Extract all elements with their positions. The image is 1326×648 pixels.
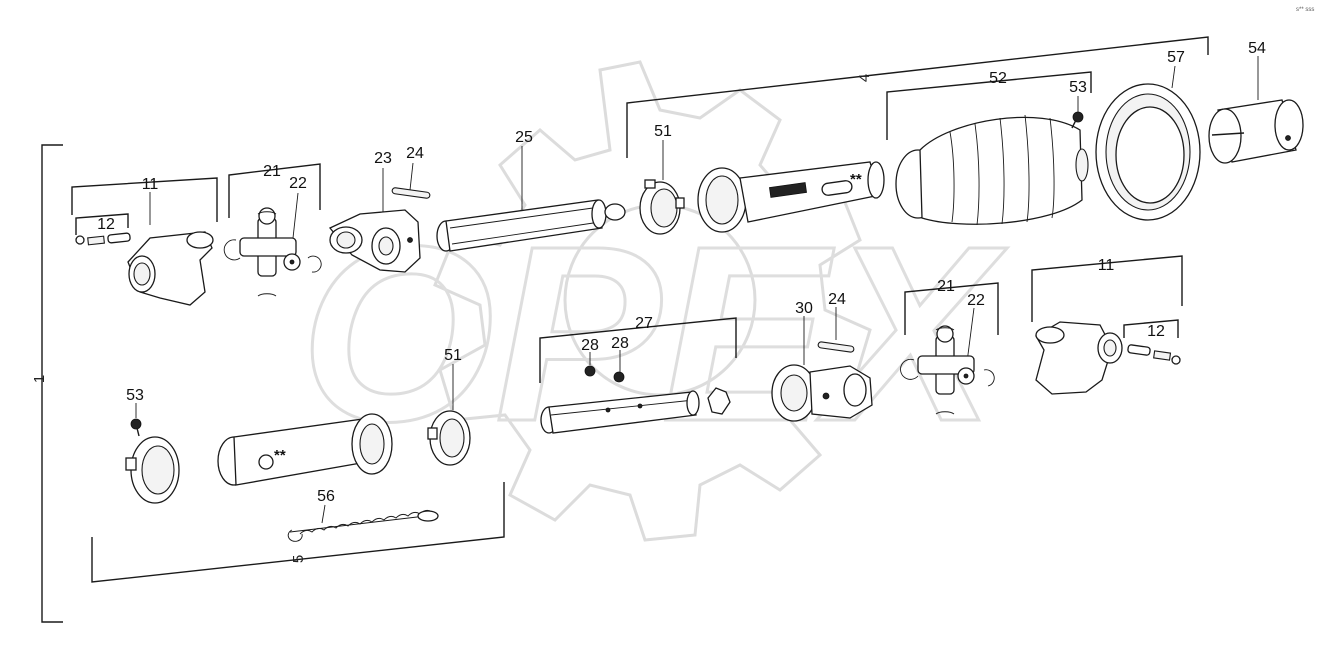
bracket-12a [75, 213, 129, 235]
part-52-boot [895, 114, 1089, 226]
label-22-upper: 22 [289, 175, 307, 192]
part-53-screw-lower [130, 418, 142, 437]
part-12-screw-lower [1127, 344, 1181, 365]
bracket-27 [539, 317, 737, 383]
bracket-5 [91, 482, 505, 583]
part-53-screw-upper [1071, 111, 1084, 129]
part-56-chain [287, 509, 439, 542]
label-5: 5 [290, 555, 307, 563]
label-21-lower: 21 [937, 278, 955, 295]
part-23-yoke [328, 209, 421, 273]
label-51-upper: 51 [654, 123, 672, 140]
label-53-lower: 53 [126, 387, 144, 404]
callout-labels: 11 12 21 22 23 24 25 51 4 52 53 57 54 1 … [31, 40, 1266, 563]
label-23: 23 [374, 150, 392, 167]
label-51-lower: 51 [444, 347, 462, 364]
bracket-11b [1031, 255, 1183, 322]
label-56: 56 [317, 488, 335, 505]
part-28-screws [584, 365, 625, 383]
label-24-lower: 24 [828, 291, 846, 308]
part-54-sleeve [1208, 99, 1304, 164]
part-51-ring-upper [639, 179, 685, 235]
bracket-12b [1123, 319, 1179, 338]
label-24-upper: 24 [406, 145, 424, 162]
label-11-lower: 11 [1098, 257, 1115, 274]
label-53-upper: 53 [1069, 79, 1087, 96]
bracket-1 [41, 144, 63, 623]
bracket-11a [71, 177, 218, 222]
part-11-yoke-lower [1035, 321, 1123, 395]
leader-lines [135, 56, 1259, 524]
bracket-4 [626, 36, 1209, 158]
part-ring-lower-left [125, 436, 180, 504]
part-51-ring-lower [427, 410, 471, 466]
label-30: 30 [795, 300, 813, 317]
label-4: 4 [856, 74, 873, 82]
part-inner-tube [217, 413, 393, 486]
part-57-cover-ring [1095, 83, 1201, 221]
label-11-upper: 11 [142, 176, 159, 193]
label-12-upper: 12 [97, 216, 115, 233]
label-27: 27 [635, 315, 653, 332]
label-54: 54 [1248, 40, 1266, 57]
part-11-yoke-upper [127, 231, 214, 306]
bracket-21a [228, 163, 321, 218]
corner-code: s** sss [1296, 7, 1314, 13]
bracket-21b [904, 282, 999, 335]
label-52: 52 [989, 70, 1007, 87]
label-21-upper: 21 [263, 163, 281, 180]
part-30-yoke [771, 364, 873, 422]
double-asterisk-upper: ** [850, 171, 862, 188]
label-1: 1 [31, 375, 48, 383]
label-28-left: 28 [581, 337, 599, 354]
label-22-lower: 22 [967, 292, 985, 309]
part-24-pin-upper [391, 187, 431, 199]
part-outer-tube [697, 161, 885, 233]
label-57: 57 [1167, 49, 1185, 66]
part-27-spline-profile [540, 387, 731, 434]
part-25-spline-tube [436, 199, 626, 252]
label-28-right: 28 [611, 335, 629, 352]
part-21-cross-lower [900, 325, 995, 415]
bracket-52 [886, 71, 1092, 140]
label-25: 25 [515, 129, 533, 146]
label-12-lower: 12 [1147, 323, 1165, 340]
part-21-cross-upper [223, 207, 322, 297]
part-12-screw-upper [75, 232, 131, 246]
part-24-pin-lower [817, 341, 855, 353]
double-asterisk-lower: ** [274, 447, 286, 464]
